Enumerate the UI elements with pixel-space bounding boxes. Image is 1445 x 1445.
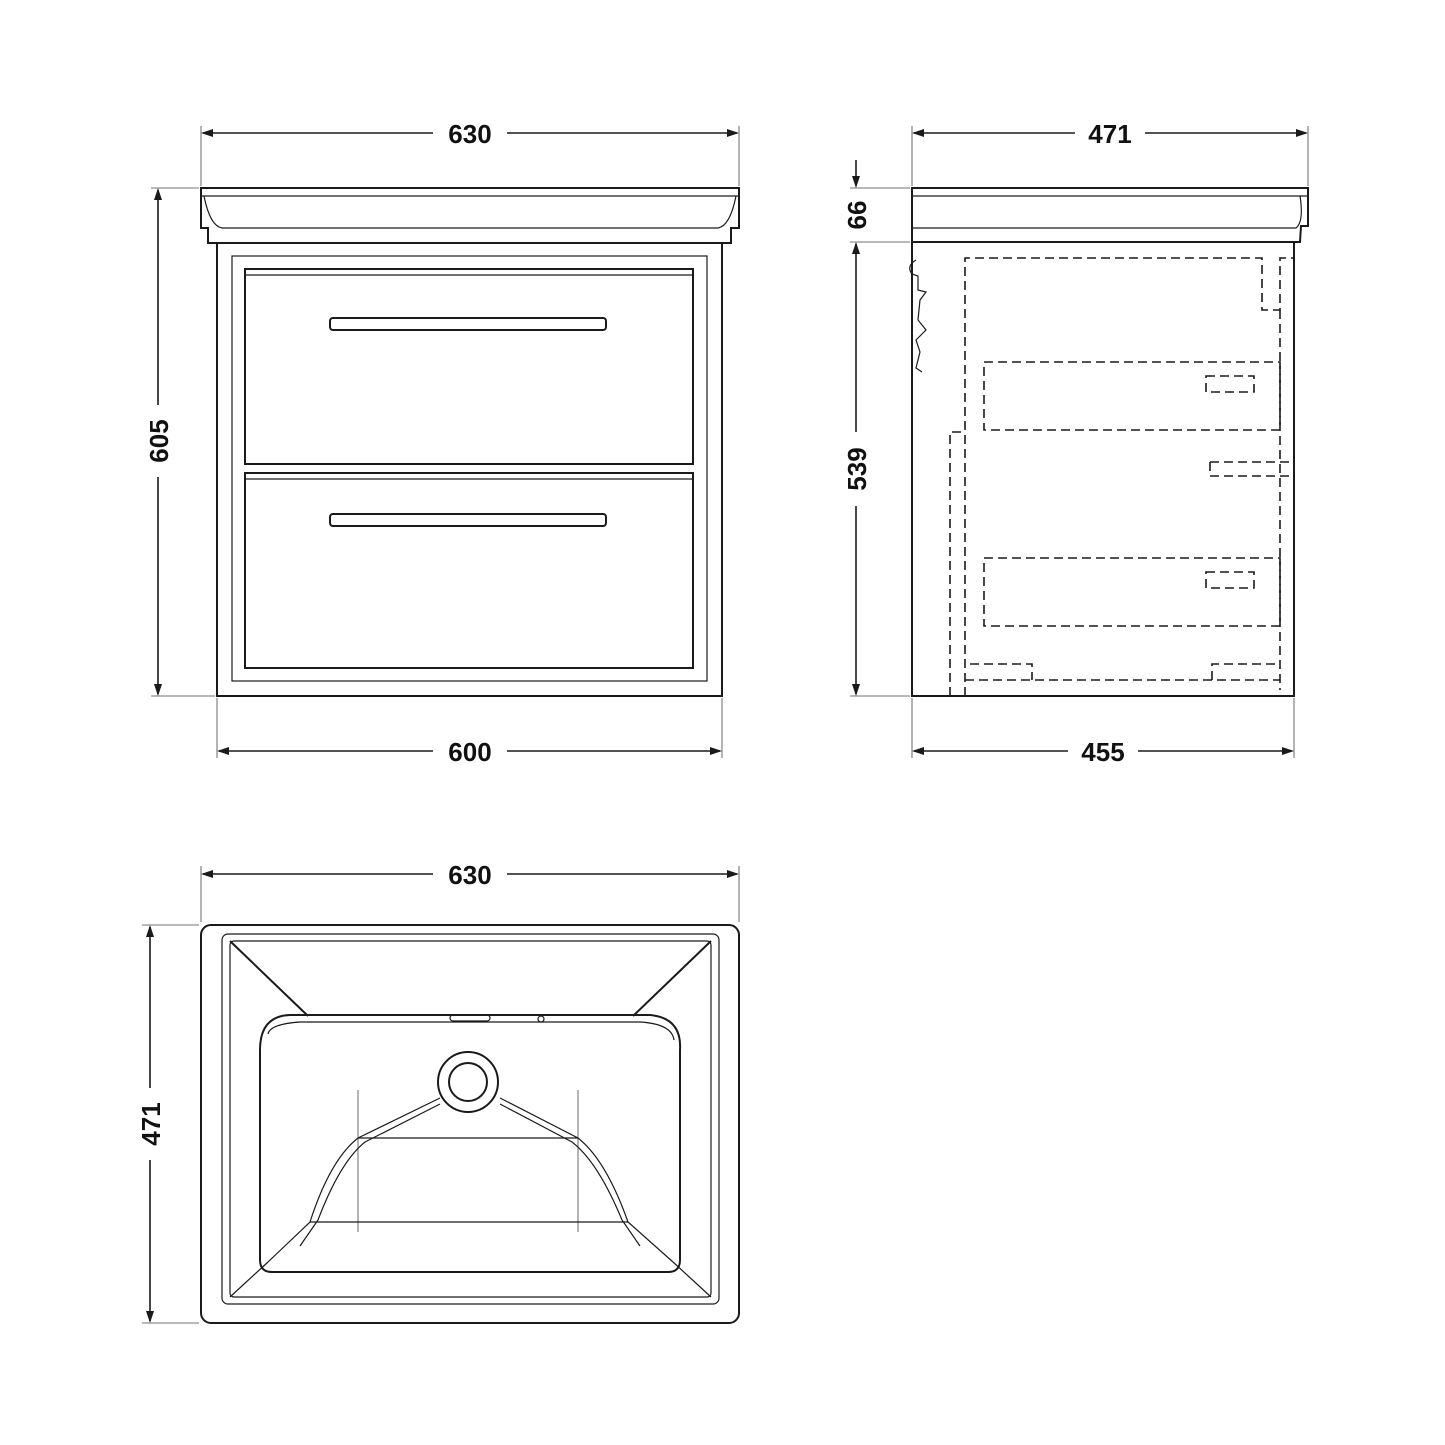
overflow-hole [537,1015,545,1023]
side-cabinet-height-label: 539 [842,447,872,490]
plan-630-arrow-right [727,870,739,878]
tap-hole [449,1014,491,1022]
side-471-arrow-left [912,129,924,137]
plan-view: 630 471 [136,860,740,1324]
front-height-label: 605 [144,419,174,462]
side-455-arrow-right [1282,747,1294,755]
top-drawer-handle [329,317,607,331]
bottom-drawer-handle [329,513,607,527]
side-66-arrow-bottom [852,242,860,254]
plan-basin-rim [221,933,720,1305]
front-cabinet-inner-frame [231,255,708,682]
plan-width-label: 630 [448,860,491,890]
plan-471-arrow-bottom [146,1311,154,1323]
front-basin-outline [200,187,740,244]
front-top-width-label: 630 [448,119,491,149]
plan-contour-left-outer [267,1097,441,1263]
plan-basin-rim-inner [229,940,712,1298]
hidden-bottom-drawer [983,557,1281,627]
side-basin-height-label: 66 [842,201,872,230]
front-view: 630 605 600 [144,119,740,767]
side-471-arrow-right [1296,129,1308,137]
plan-diagonal-tr [632,940,712,1017]
hidden-carcass [964,257,1294,696]
front-605-arrow-top [154,188,162,200]
plan-diagonal-tl [229,940,309,1017]
top-drawer-front [244,268,694,465]
hidden-base-rails [970,663,1278,680]
front-bottom-width-label: 600 [448,737,491,767]
plan-contour-left-inner [299,1103,441,1247]
waste-outlet-outer [437,1051,499,1113]
plan-bowl-inner-top [267,1021,675,1041]
front-600-arrow-left [217,747,229,755]
hidden-top-runner [1205,375,1255,393]
plan-depth-label: 471 [136,1102,166,1145]
front-cabinet-frame [216,242,723,697]
front-605-arrow-bottom [154,684,162,696]
side-bottom-depth-label: 455 [1081,737,1124,767]
waste-outlet-inner [448,1062,488,1102]
bottom-drawer-front [244,472,694,669]
side-66-arrow-top [852,176,860,188]
side-view: 471 66 539 455 [842,119,1309,767]
plan-basin-outer [200,924,740,1324]
front-630-arrow-left [201,129,213,137]
hidden-mid-runner [1209,461,1294,477]
hidden-side-panel [949,431,965,696]
front-600-arrow-right [710,747,722,755]
hidden-bottom-runner [1205,571,1255,589]
plan-contour-right-outer [499,1097,674,1263]
plan-contour-right-inner [499,1103,641,1247]
plan-471-arrow-top [146,925,154,937]
waste-trap [909,259,928,373]
hidden-top-drawer [983,361,1281,431]
plan-diagonal-br [672,1261,712,1298]
plan-630-arrow-left [201,870,213,878]
side-cabinet-outline [911,242,1295,697]
front-630-arrow-right [727,129,739,137]
front-basin-curve [203,195,737,229]
plan-bowl [259,1014,682,1273]
side-455-arrow-left [912,747,924,755]
side-top-depth-label: 471 [1088,119,1131,149]
side-539-arrow-bottom [852,684,860,696]
side-basin-curve [912,195,1302,229]
